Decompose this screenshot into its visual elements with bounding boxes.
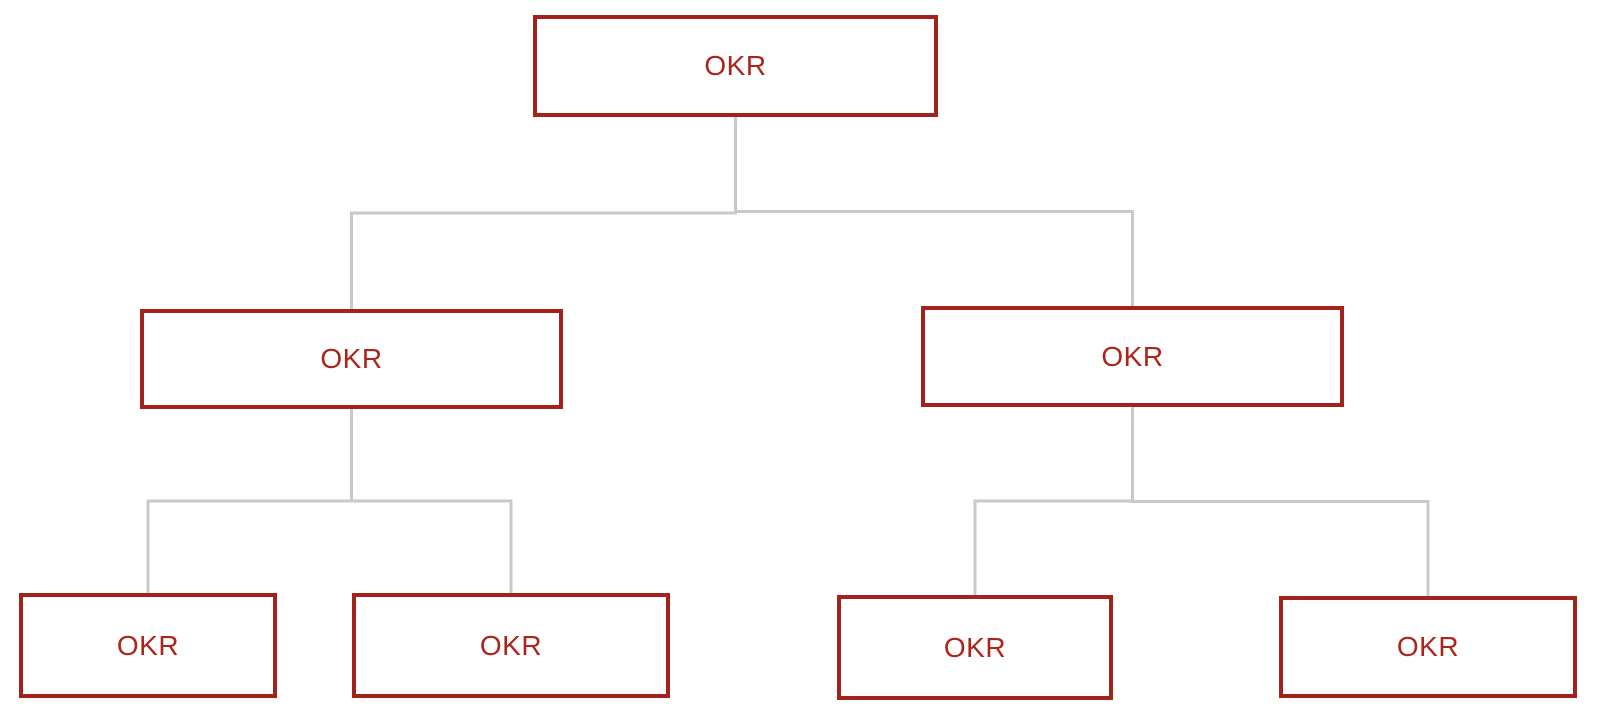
connector-okr-root-to-okr-child-1 — [350, 117, 737, 309]
connector-okr-child-1-to-okr-grandchild-2 — [350, 409, 513, 593]
connector-okr-child-2-to-okr-grandchild-4 — [1131, 407, 1430, 596]
okr-grandchild-4-label: OKR — [1396, 631, 1460, 662]
connector-okr-root-to-okr-child-2 — [734, 117, 1134, 306]
okr-child-1-label: OKR — [320, 343, 383, 374]
okr-grandchild-1-box: OKR — [19, 593, 277, 698]
okr-child-1-box: OKR — [140, 309, 563, 409]
okr-grandchild-2-label: OKR — [479, 629, 543, 661]
okr-grandchild-3-label: OKR — [943, 631, 1007, 663]
okr-root-box: OKR — [533, 15, 938, 117]
okr-grandchild-4-box: OKR — [1279, 596, 1577, 698]
okr-grandchild-1-label: OKR — [116, 629, 180, 661]
okr-child-2-label: OKR — [1101, 340, 1164, 372]
okr-child-2-box: OKR — [921, 306, 1344, 407]
okr-grandchild-3-box: OKR — [837, 595, 1113, 700]
connector-okr-child-1-to-okr-grandchild-1 — [146, 409, 353, 593]
okr-grandchild-2-box: OKR — [352, 593, 670, 698]
okr-root-label: OKR — [704, 50, 767, 81]
connector-okr-child-2-to-okr-grandchild-3 — [973, 407, 1134, 595]
